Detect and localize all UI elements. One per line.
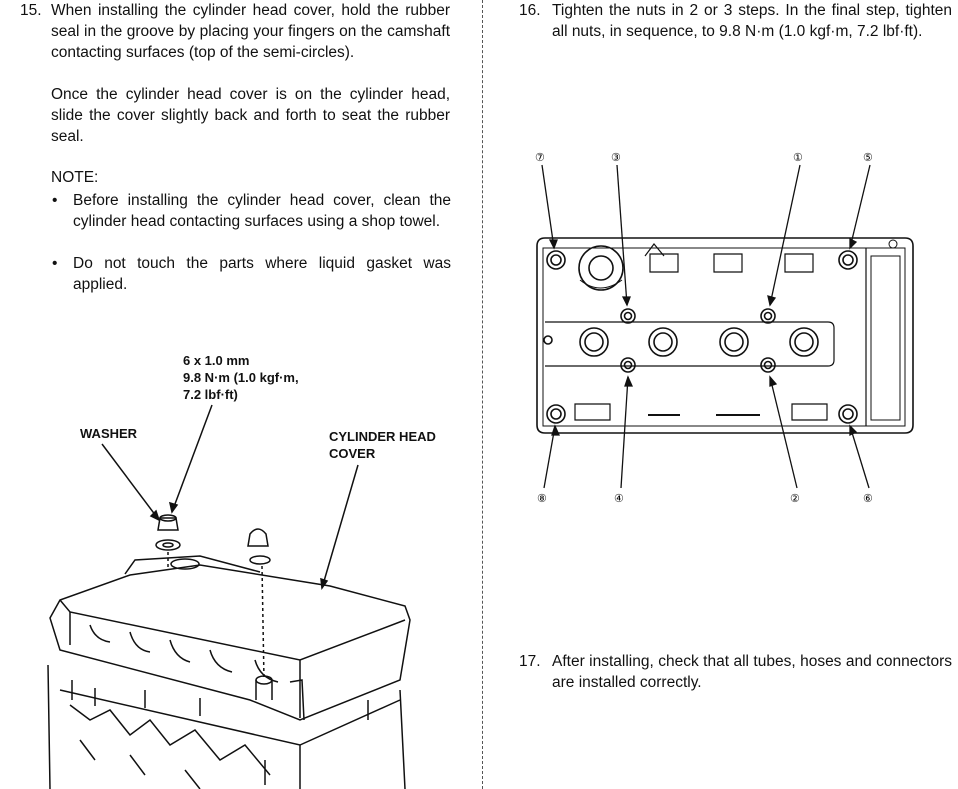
seq-number-4: ④ [614, 493, 624, 505]
engine-perspective-diagram [47, 404, 411, 789]
seq-number-3: ③ [611, 152, 621, 164]
seq-number-8: ⑧ [537, 493, 547, 505]
note-bullet-2-text: Do not touch the parts where liquid gask… [73, 255, 451, 293]
cover-top-view-diagram [536, 237, 914, 434]
column-divider [482, 0, 483, 789]
washer-label: WASHER [80, 426, 138, 441]
step-17-number: 17. [519, 653, 541, 670]
sequence-numbers: ⑦ ③ ① ⑤ ⑧ ④ ② ⑥ [535, 152, 873, 505]
step-15-paragraph-1: When installing the cylinder head cover,… [51, 2, 450, 61]
seq-number-7: ⑦ [535, 152, 545, 164]
step-15: 15. When installing the cylinder head co… [20, 0, 452, 150]
step-15-number: 15. [20, 2, 42, 19]
seq-number-6: ⑥ [863, 493, 873, 505]
step-15-paragraph-2: Once the cylinder head cover is on the c… [51, 86, 450, 145]
step-16: 16. Tighten the nuts in 2 or 3 steps. In… [519, 0, 955, 70]
torque-spec-label: 6 x 1.0 mm 9.8 N·m (1.0 kgf·m, 7.2 lbf·f… [183, 353, 299, 402]
note-bullet-1-text: Before installing the cylinder head cove… [73, 192, 451, 230]
seq-number-1: ① [793, 152, 803, 164]
seq-number-2: ② [790, 493, 800, 505]
step-16-text: Tighten the nuts in 2 or 3 steps. In the… [552, 2, 952, 40]
cylinder-head-cover-label: CYLINDER HEAD COVER [329, 429, 436, 461]
step-17: 17. After installing, check that all tub… [519, 651, 955, 701]
step-16-number: 16. [519, 2, 541, 19]
seq-number-5: ⑤ [863, 152, 873, 164]
note-label: NOTE: [51, 169, 99, 186]
sequence-leader-lines [541, 164, 871, 489]
step-17-text: After installing, check that all tubes, … [552, 653, 952, 691]
